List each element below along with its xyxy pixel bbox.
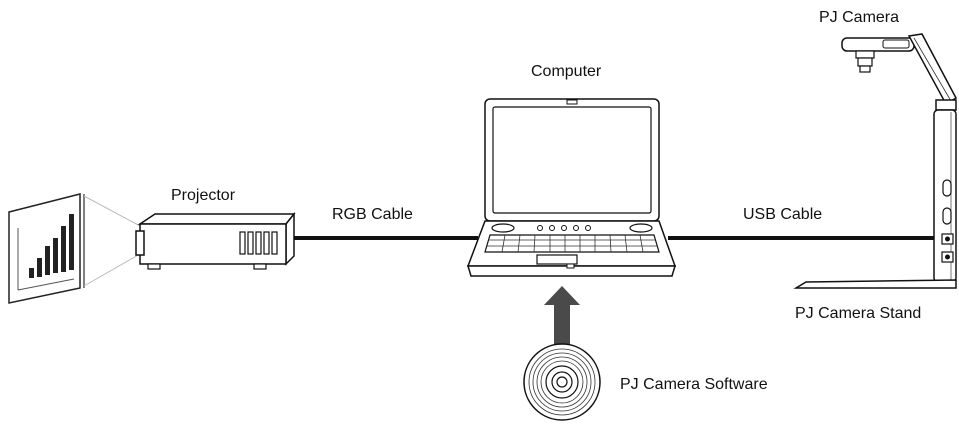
camera-head — [841, 37, 915, 73]
computer-label: Computer — [531, 63, 602, 80]
projection-beam — [83, 195, 141, 287]
laptop-icon — [466, 98, 677, 277]
projector-icon — [135, 211, 296, 270]
usb-cable-label: USB Cable — [743, 206, 823, 223]
cd-icon — [523, 343, 601, 421]
screen-icon — [8, 193, 85, 304]
pj-camera-software-label: PJ Camera Software — [620, 376, 768, 393]
pj-camera-label: PJ Camera — [819, 9, 900, 26]
camera-stand-icon — [793, 33, 957, 289]
pj-camera-stand-label: PJ Camera Stand — [795, 305, 922, 322]
projector-label: Projector — [171, 187, 236, 204]
arrow-up-icon — [544, 286, 580, 355]
rgb-cable-label: RGB Cable — [332, 206, 413, 223]
